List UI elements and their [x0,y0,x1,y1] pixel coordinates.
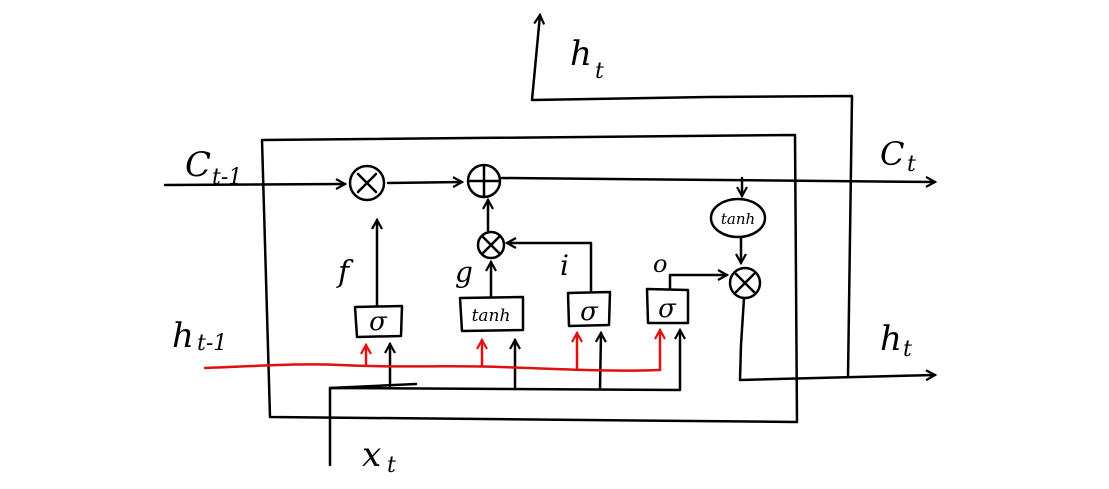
label-gate-o: o [653,250,667,278]
input-gate-symbol: σ [580,297,599,327]
forget-gate-box: σ [353,304,404,339]
svg-text:h: h [880,319,902,359]
cell-tanh-label: tanh [721,210,755,228]
svg-text:x: x [362,435,381,475]
hidden-output-line [738,296,935,382]
input-multiply-node [476,230,506,260]
hidden-prev-line [203,363,662,372]
cell-box [260,133,799,424]
svg-text:h: h [570,34,592,74]
input-x-line [328,330,680,467]
label-x-in: x t [362,435,396,478]
svg-text:t-1: t-1 [197,331,227,356]
candidate-gate-box: tanh [458,295,525,333]
cell-add-node [466,163,502,199]
label-c-out: C t [880,135,916,177]
label-gate-f: f [336,255,354,290]
candidate-gate-label: tanh [472,306,511,326]
output-gate-arrow [668,275,727,290]
input-gate-box: σ [566,290,612,328]
output-gate-symbol: σ [658,294,677,324]
forget-gate-symbol: σ [369,307,388,337]
label-gate-g: g [455,256,473,289]
svg-text:C: C [880,135,904,173]
svg-text:t: t [907,152,916,177]
label-h-top: h t [570,34,604,84]
label-h-prev: h t-1 [172,316,227,356]
cell-state-output-line [500,178,935,182]
svg-text:t: t [595,59,604,84]
output-multiply-node [728,266,762,300]
label-h-right: h t [880,319,912,362]
cell-state-mid-line [386,182,462,183]
input-gate-arrow [507,243,593,293]
label-c-prev: C t-1 [185,145,242,190]
svg-text:t: t [903,337,912,362]
hidden-top-branch [530,15,854,379]
svg-text:h: h [172,316,194,356]
label-gate-i: i [560,249,569,282]
svg-text:t: t [387,453,396,478]
x-to-input-arrow [600,333,601,391]
svg-text:t-1: t-1 [212,165,242,190]
svg-text:C: C [185,145,211,185]
cell-tanh-node: tanh [709,197,767,239]
input-x-bus-top [328,382,418,390]
cell-state-input-line [163,184,345,185]
forget-multiply-node [348,164,386,202]
output-gate-box: σ [645,287,690,325]
